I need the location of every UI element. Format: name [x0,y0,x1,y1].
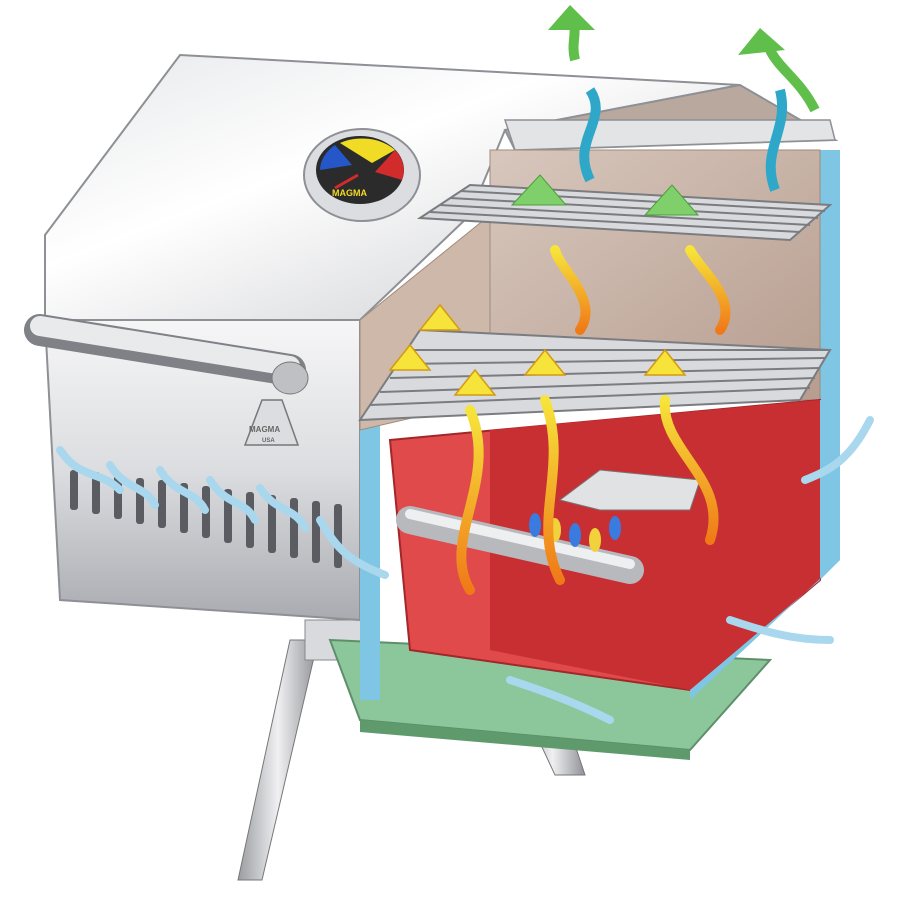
temperature-gauge: MAGMA [303,128,421,222]
intake-air-arrows [56,416,874,724]
brand-tag: MAGMA USA [243,399,300,446]
lid-handle [24,314,309,395]
heat-arrow-heads [388,303,687,396]
brand-tag-subtext: USA [262,438,275,444]
gauge-brand-text: MAGMA [332,188,367,198]
brand-tag-text: MAGMA [249,425,280,434]
exhaust-arrows [510,5,820,216]
cooking-grate [358,328,832,422]
heat-flow-arrows [456,245,731,595]
burner-flames [529,513,621,552]
burner-assembly [396,469,701,584]
